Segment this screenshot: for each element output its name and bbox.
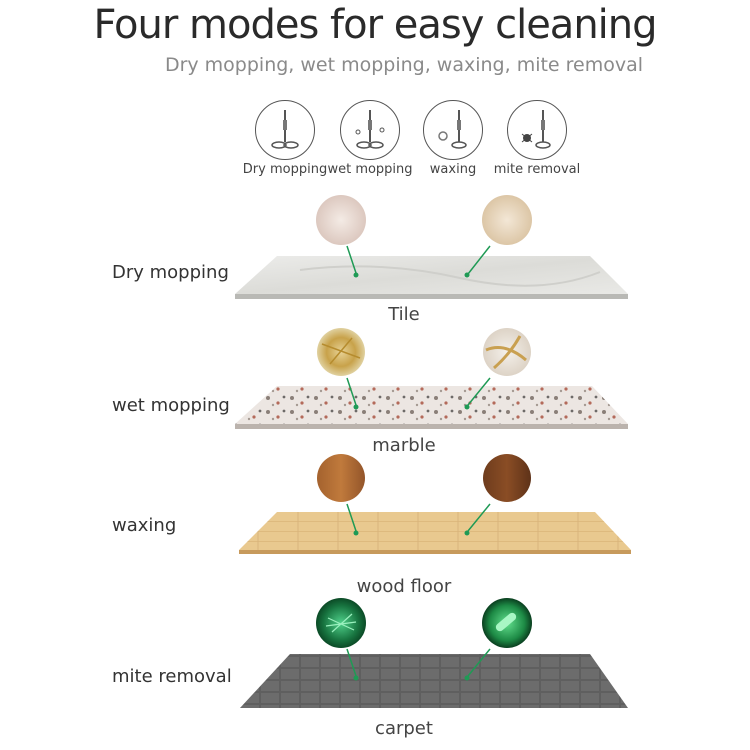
surface-label: wood floor	[356, 576, 452, 597]
marble-swatch	[483, 328, 531, 376]
carpet-illustration	[0, 596, 750, 716]
mode-label: mite removal	[493, 162, 581, 177]
mite-swatch	[316, 598, 366, 648]
pin-dot	[353, 530, 359, 536]
wood-slab	[239, 512, 631, 550]
tile-swatch	[316, 195, 366, 245]
pin-dot	[353, 272, 359, 278]
waxing-mop-icon	[423, 100, 483, 160]
pin-dot	[464, 530, 470, 536]
wood-illustration	[0, 452, 750, 560]
page-title: Four modes for easy cleaning	[93, 2, 657, 48]
mode-label: waxing	[429, 162, 477, 177]
carpet-slab	[240, 654, 628, 708]
mode-label: wet mopping	[327, 162, 413, 177]
surface-label: marble	[372, 435, 436, 456]
row-mode-label: mite removal	[112, 666, 232, 687]
mode-label: Dry mopping	[242, 162, 328, 177]
pin-dot	[353, 675, 359, 681]
tile-swatch	[482, 195, 532, 245]
surface-label: Tile	[388, 304, 420, 325]
row-mode-label: wet mopping	[112, 395, 230, 416]
mode-wet-mopping: wet mopping	[325, 100, 415, 177]
surface-label: carpet	[375, 718, 433, 739]
wood-swatch	[483, 454, 531, 502]
row-mode-label: waxing	[112, 515, 177, 536]
dry-mop-icon	[255, 100, 315, 160]
wood-swatch	[317, 454, 365, 502]
wet-mop-icon	[340, 100, 400, 160]
pin-dot	[353, 404, 359, 410]
page-subtitle: Dry mopping, wet mopping, waxing, mite r…	[164, 54, 644, 76]
tile-illustration	[0, 190, 750, 310]
mode-dry-mopping: Dry mopping	[240, 100, 330, 177]
pin-dot	[464, 404, 470, 410]
mite-removal-mop-icon	[507, 100, 567, 160]
marble-slab	[235, 386, 628, 424]
mode-mite-removal: mite removal	[492, 100, 582, 177]
mode-waxing: waxing	[408, 100, 498, 177]
pin-dot	[464, 675, 470, 681]
tile-slab	[235, 256, 628, 294]
row-mode-label: Dry mopping	[112, 262, 229, 283]
pin-dot	[464, 272, 470, 278]
marble-illustration	[0, 324, 750, 436]
